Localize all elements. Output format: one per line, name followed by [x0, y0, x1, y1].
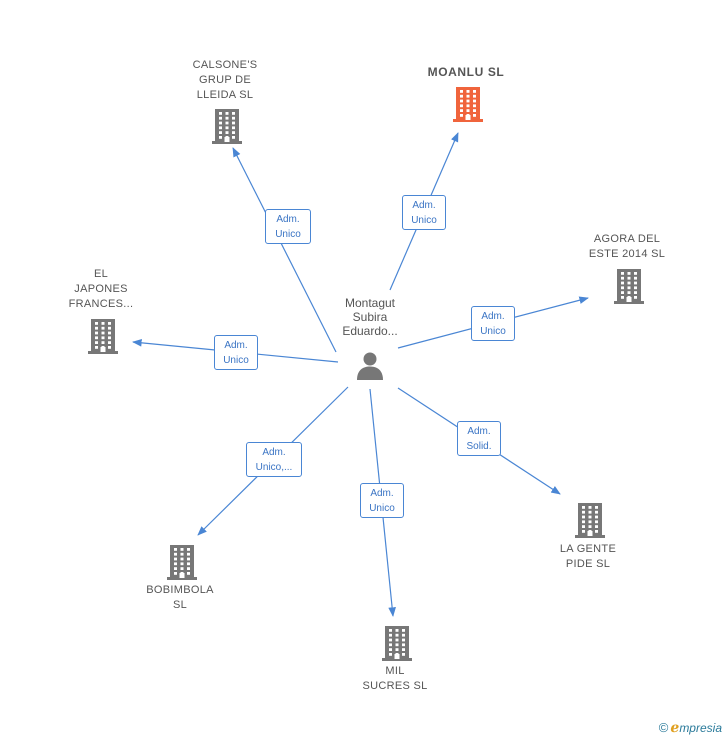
company-label-lagente[interactable]: LA GENTE PIDE SL — [523, 542, 653, 572]
role-label-line: Unico — [411, 215, 437, 226]
company-label-line: CALSONE'S — [192, 59, 258, 71]
building-icon[interactable] — [167, 544, 197, 580]
role-label-line: Adm. — [412, 200, 436, 211]
role-label-line: Unico — [275, 229, 301, 240]
company-label-line: GRUP DE — [198, 74, 252, 86]
company-label-calsones[interactable]: CALSONE'S GRUP DE LLEIDA SL — [160, 58, 290, 103]
company-label-line: SL — [172, 599, 188, 611]
role-label-lagente[interactable]: Adm. Solid. — [457, 421, 501, 456]
role-label-line: Adm. — [481, 311, 505, 322]
company-label-bobimbola[interactable]: BOBIMBOLA SL — [115, 583, 245, 613]
company-label-line: FRANCES... — [68, 298, 134, 310]
building-icon[interactable] — [212, 108, 242, 144]
empresia-logo-text: mpresia — [679, 721, 722, 735]
role-label-line: Adm. — [370, 488, 394, 499]
edge-calsones — [232, 147, 337, 353]
company-label-japones[interactable]: EL JAPONES FRANCES... — [36, 267, 166, 312]
footer-brand: ©ℯmpresia — [659, 719, 722, 736]
building-icon[interactable] — [453, 86, 483, 122]
company-label-milsucres[interactable]: MIL SUCRES SL — [330, 664, 460, 694]
company-label-line: PIDE SL — [565, 558, 611, 570]
building-icon[interactable] — [88, 318, 118, 354]
company-label-line: EL — [93, 268, 109, 280]
role-label-calsones[interactable]: Adm. Unico — [265, 209, 311, 244]
company-label-line: MOANLU SL — [427, 65, 505, 79]
company-label-line: AGORA DEL — [593, 233, 661, 245]
role-label-japones[interactable]: Adm. Unico — [214, 335, 258, 370]
company-label-agora[interactable]: AGORA DEL ESTE 2014 SL — [562, 232, 692, 262]
person-name-line: Montagut — [344, 296, 396, 310]
company-label-moanlu[interactable]: MOANLU SL — [401, 65, 531, 80]
role-label-line: Unico — [369, 503, 395, 514]
role-label-line: Adm. — [224, 340, 248, 351]
role-label-bobimbola[interactable]: Adm. Unico,... — [246, 442, 302, 477]
person-name-line: Subira — [352, 310, 388, 324]
role-label-line: Adm. — [262, 447, 286, 458]
company-label-line: BOBIMBOLA — [146, 584, 214, 596]
person-icon[interactable] — [355, 351, 385, 381]
role-label-milsucres[interactable]: Adm. Unico — [360, 483, 404, 518]
person-name-line: Eduardo... — [342, 324, 398, 338]
role-label-moanlu[interactable]: Adm. Unico — [402, 195, 446, 230]
role-label-agora[interactable]: Adm. Unico — [471, 306, 515, 341]
building-icon[interactable] — [614, 268, 644, 304]
empresia-logo-initial: ℯ — [670, 719, 680, 735]
company-label-line: LA GENTE — [559, 543, 617, 555]
company-label-line: SUCRES SL — [362, 680, 428, 692]
role-label-line: Unico — [223, 355, 249, 366]
role-label-line: Adm. — [467, 426, 491, 437]
copyright-symbol: © — [658, 720, 669, 735]
role-label-line: Unico,... — [255, 462, 293, 473]
building-icon[interactable] — [382, 625, 412, 661]
role-label-line: Unico — [480, 326, 506, 337]
role-label-line: Adm. — [276, 214, 300, 225]
company-label-line: MIL — [385, 665, 405, 677]
company-label-line: LLEIDA SL — [196, 89, 254, 101]
building-icon[interactable] — [575, 502, 605, 538]
role-label-line: Solid. — [466, 441, 492, 452]
company-label-line: JAPONES — [74, 283, 128, 295]
company-label-line: ESTE 2014 SL — [588, 248, 666, 260]
